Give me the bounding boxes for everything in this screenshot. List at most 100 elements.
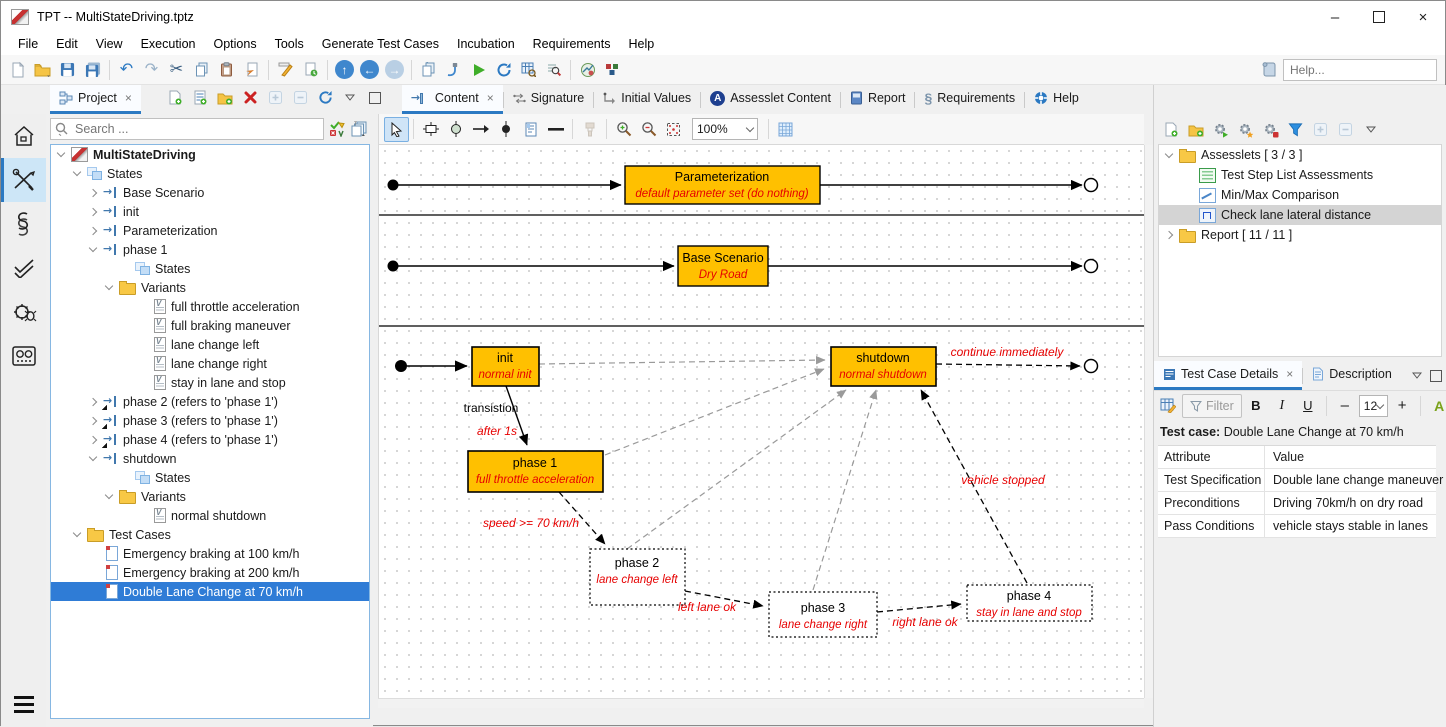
minimize-button[interactable]: – [1330,8,1340,26]
end-node[interactable] [1083,177,1099,193]
transition-phase2-phase3[interactable] [684,590,764,609]
gear-favorite-button[interactable] [1233,117,1258,142]
analyze-report-button[interactable] [541,57,566,82]
tree-item[interactable]: Emergency braking at 100 km/h [51,544,369,563]
maximize-button[interactable] [1357,2,1401,33]
zoom-out-button[interactable] [636,117,661,142]
end-node[interactable] [1083,258,1099,274]
attribute-cell[interactable]: Pass Conditions [1158,515,1265,537]
tree-item[interactable]: Variants [51,487,369,506]
save-button[interactable] [55,57,80,82]
state-shutdown[interactable]: shutdown normal shutdown [830,346,937,387]
state-parameterization[interactable]: Parameterization default parameter set (… [624,165,821,205]
italic-button[interactable]: I [1279,397,1285,413]
menu-help[interactable]: Help [628,37,655,51]
new-file-button[interactable] [5,57,30,82]
refresh-tree-button[interactable] [313,85,338,110]
select-cursor-button[interactable] [384,116,409,142]
modeling-perspective-button[interactable] [1,158,46,202]
tree-item[interactable]: Min/Max Comparison [1159,185,1441,205]
transition-init-phase1[interactable] [505,385,529,446]
tab-close-icon[interactable]: × [124,91,132,105]
close-button[interactable]: × [1418,8,1428,26]
dropdown-arrow-icon[interactable] [338,85,363,110]
add-final-junction-button[interactable] [493,117,518,142]
run-play-button[interactable] [466,57,491,82]
maximize-panel-icon[interactable] [363,85,388,110]
add-transition-button[interactable] [468,117,493,142]
transition-phase3-shutdown[interactable] [812,389,878,591]
search-input[interactable] [50,118,324,140]
menu-requirements[interactable]: Requirements [532,37,611,51]
column-header-attribute[interactable]: Attribute [1158,446,1265,468]
transition-phase2-shutdown[interactable] [626,389,847,550]
validation-status-icon[interactable] [329,121,346,137]
menu-tools[interactable]: Tools [274,37,304,51]
tree-item[interactable]: full braking maneuver [51,316,369,335]
filter-funnel-button[interactable] [1283,117,1308,142]
gear-remove-button[interactable] [1258,117,1283,142]
expand-plus-button[interactable] [263,85,288,110]
connect-plug-button[interactable] [441,57,466,82]
edit-declarations-button[interactable] [298,57,323,82]
tab-signature[interactable]: Signature [504,85,594,114]
tab-initial-values[interactable]: Initial Values [594,85,700,114]
tree-item[interactable]: Assesslets [ 3 / 3 ] [1159,145,1441,165]
paste-reference-button[interactable] [239,57,264,82]
dropdown-arrow-icon[interactable] [1412,372,1422,379]
tab-content[interactable]: Content × [401,85,503,114]
tree-item-selected[interactable]: Check lane lateral distance [1159,205,1441,225]
state-phase1[interactable]: phase 1 full throttle acceleration [467,450,604,493]
matlab-platform-icon[interactable] [575,57,600,82]
open-file-button[interactable] [30,57,55,82]
tab-close-icon[interactable]: × [486,91,494,105]
tree-item[interactable]: phase 3 (refers to 'phase 1') [51,411,369,430]
state-diagram-canvas[interactable]: Parameterization default parameter set (… [378,145,1145,698]
grid-toggle-button[interactable] [773,117,798,142]
tree-item[interactable]: Parameterization [51,221,369,240]
assessment-perspective-button[interactable] [1,246,46,290]
transition-label[interactable]: continue immediately [951,345,1065,359]
value-cell[interactable]: Driving 70km/h on dry road [1273,496,1424,510]
transition-init-shutdown[interactable] [538,355,826,365]
redo-button[interactable]: ↷ [144,60,159,78]
state-init[interactable]: init normal init [471,346,540,387]
tree-item[interactable]: phase 2 (refers to 'phase 1') [51,392,369,411]
menu-edit[interactable]: Edit [56,37,78,51]
menu-options[interactable]: Options [213,37,257,51]
add-junction-button[interactable] [443,117,468,142]
transition-label[interactable]: right lane ok [892,615,958,629]
add-separator-button[interactable] [543,117,568,142]
add-note-button[interactable] [518,117,543,142]
tree-item[interactable]: Report [ 11 / 11 ] [1159,225,1441,245]
font-increase-button[interactable]: + [1397,397,1407,414]
transition-label[interactable]: speed >= 70 km/h [483,516,579,530]
zoom-level-select[interactable]: 100% [692,118,758,140]
zoom-fit-button[interactable] [661,117,686,142]
tree-item[interactable]: Emergency braking at 200 km/h [51,563,369,582]
bold-button[interactable]: B [1251,398,1261,413]
dropdown-arrow-icon[interactable] [1358,117,1383,142]
transition-label[interactable]: transistion [464,401,519,415]
canvas-vertical-scrollbar[interactable] [1144,145,1154,698]
underline-button[interactable]: U [1303,398,1313,413]
tree-item[interactable]: MultiStateDriving [51,145,369,164]
delete-button[interactable] [238,85,263,110]
add-state-button[interactable] [418,117,443,142]
tab-help[interactable]: Help [1025,85,1088,114]
transition-shutdown-end[interactable] [935,361,1081,371]
tree-item[interactable]: phase 4 (refers to 'phase 1') [51,430,369,449]
new-testcase-button[interactable] [163,85,188,110]
help-search-input[interactable] [1283,59,1437,81]
tree-item[interactable]: Base Scenario [51,183,369,202]
menu-generate-test-cases[interactable]: Generate Test Cases [321,37,439,51]
transition-label[interactable]: vehicle stopped [961,473,1045,487]
format-brush-button[interactable] [577,117,602,142]
maximize-panel-icon[interactable] [1430,369,1442,382]
table-edit-button[interactable] [1156,395,1180,417]
tree-item[interactable]: States [51,164,369,183]
attribute-cell[interactable]: Preconditions [1158,492,1265,514]
hamburger-menu-icon[interactable] [14,692,34,717]
value-cell[interactable]: vehicle stays stable in lanes [1273,519,1428,533]
execution-perspective-button[interactable] [1,290,46,334]
